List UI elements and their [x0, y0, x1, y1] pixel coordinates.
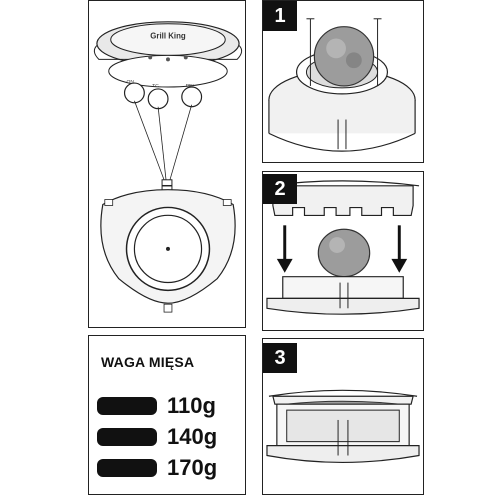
- weight-label: 110g: [167, 393, 216, 418]
- burger-press-diagram: Grill King ON TC PEI: [93, 21, 243, 313]
- weight-swatch: [97, 459, 157, 477]
- weight-label: 170g: [167, 455, 218, 480]
- weight-panel: WAGA MIĘSA 110g 140g 170g: [88, 335, 246, 495]
- logo-text: Grill King: [150, 32, 186, 41]
- button-label-3: PEI: [186, 83, 194, 89]
- knob-1: [123, 82, 145, 104]
- step-3-panel: 3: [262, 338, 424, 495]
- device-diagram-panel: Grill King ON TC PEI: [88, 0, 246, 328]
- step-number-2: 2: [263, 174, 297, 204]
- weight-row: 140g: [97, 424, 217, 450]
- weight-row: 110g: [97, 393, 216, 419]
- button-label-1: ON: [127, 79, 135, 85]
- step-1-illustration: [268, 18, 416, 152]
- step-2-panel: 2: [262, 171, 424, 331]
- step-3-illustration: [266, 389, 420, 463]
- weight-panel-title: WAGA MIĘSA: [101, 354, 195, 370]
- step-1-panel: 1: [262, 0, 424, 163]
- button-label-2: TC: [152, 83, 159, 89]
- weight-row: 170g: [97, 455, 217, 481]
- step-number-3: 3: [263, 343, 297, 373]
- step-2-illustration: [266, 180, 420, 315]
- weight-swatch: [97, 397, 157, 415]
- weight-swatch: [97, 428, 157, 446]
- weight-label: 140g: [167, 424, 218, 449]
- step-number-1: 1: [263, 1, 297, 31]
- knob-2: [147, 88, 169, 110]
- knob-3: [181, 86, 203, 108]
